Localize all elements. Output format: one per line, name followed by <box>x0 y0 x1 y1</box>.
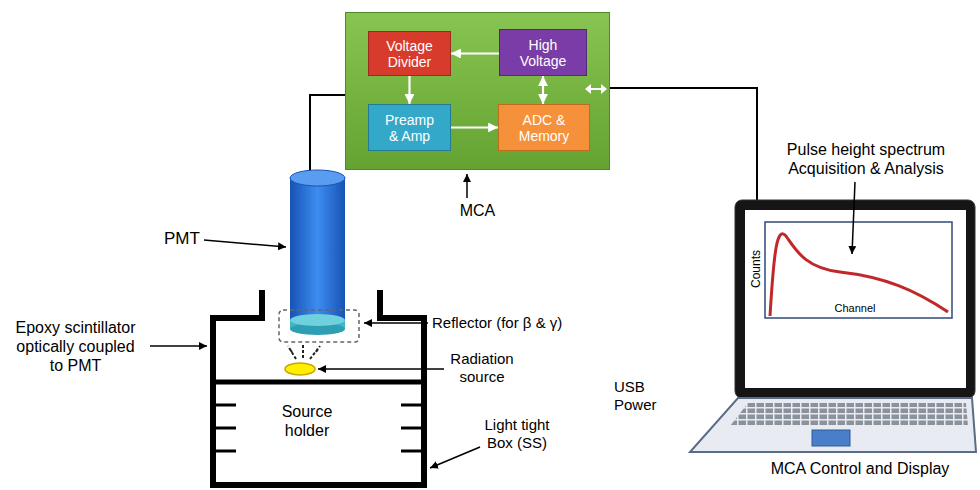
light-tight-box <box>213 290 424 485</box>
box-text: ADC & Memory <box>509 112 579 144</box>
caption-label: MCA Control and Display <box>750 459 970 478</box>
callout-label: Light tight Box (SS) <box>472 416 562 452</box>
leader-arrow <box>852 182 855 254</box>
axis-label: Counts <box>749 239 763 299</box>
leader-arrow <box>364 322 428 324</box>
radiation-source <box>285 363 315 375</box>
laptop-base <box>690 398 976 452</box>
leader-arrow <box>150 345 207 347</box>
arrow-heads <box>585 84 607 94</box>
screen-display <box>745 210 966 388</box>
part-label: Source holder <box>262 402 352 440</box>
flow-arrow <box>408 76 410 104</box>
box-shelf <box>213 380 424 385</box>
usb-data-arrow <box>584 79 608 99</box>
pmt-top <box>290 170 345 186</box>
box-heading: MCA <box>346 201 609 220</box>
reflector <box>279 310 359 342</box>
process-box: High Voltage <box>499 29 587 76</box>
scintillator-top <box>290 314 345 326</box>
callout-label: PMT <box>164 229 200 249</box>
signal-cable <box>310 95 346 178</box>
process-box: ADC & Memory <box>498 104 590 151</box>
box-text: High Voltage <box>510 37 576 69</box>
chart-frame <box>765 222 952 318</box>
box-text: Voltage Divider <box>379 38 440 70</box>
spectrum-curve <box>770 234 948 316</box>
leader-arrow <box>430 447 480 468</box>
callout-label: Radiation source <box>440 350 524 386</box>
axis-label: Channel <box>815 302 895 315</box>
process-box: Voltage Divider <box>368 31 451 76</box>
laptop-screen <box>735 200 975 398</box>
callout-label: Epoxy scintillator optically coupled to … <box>10 318 141 375</box>
radiation-rays <box>288 344 320 359</box>
box-text: Preamp & Amp <box>379 112 440 144</box>
flow-arrow <box>451 52 499 54</box>
callout-label: Reflector (for β & γ) <box>432 314 562 332</box>
leader-arrow <box>466 174 468 198</box>
flow-arrow <box>542 76 544 104</box>
callout-label: Pulse height spectrum Acquisition & Anal… <box>760 140 972 178</box>
leader-arrow <box>204 240 286 247</box>
callout-label: USB Power <box>614 378 674 414</box>
leader-arrow <box>318 368 444 370</box>
keyboard <box>730 403 968 426</box>
flow-arrow <box>451 126 498 128</box>
touchpad <box>812 430 850 446</box>
process-box: Preamp & Amp <box>368 104 451 151</box>
mca-box: MCAVoltage DividerHigh VoltagePreamp & A… <box>345 12 610 170</box>
pmt-tube <box>290 178 345 320</box>
arrow-shaft <box>590 88 602 90</box>
